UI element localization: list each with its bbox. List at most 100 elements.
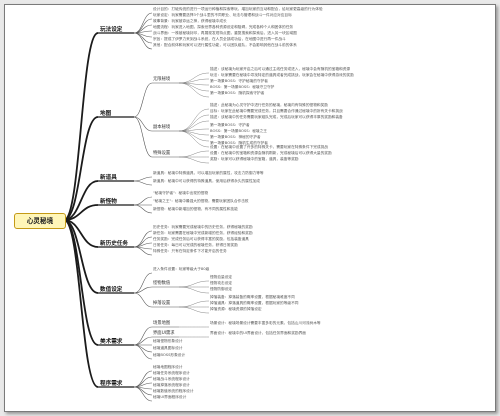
leaf-item[interactable]: 特殊任务：只有在特定条件下才能开启的任务 (153, 249, 227, 253)
branch-newmonster[interactable]: 新怪物 (100, 199, 117, 205)
leaf-item[interactable]: 掉落道具：掉落道具的概率设置，根据玩家的等级不同 (210, 301, 299, 305)
sub-branch[interactable]: 场景地图 (153, 321, 171, 326)
leaf-item[interactable]: BOSS：第一场景BOSS：秘境守卫守护 (210, 85, 275, 89)
leaf-item[interactable]: 怪物防御设定 (210, 287, 233, 291)
child-link (133, 272, 153, 294)
leaf-link (178, 286, 210, 294)
branch-art[interactable]: 美术需求 (100, 339, 123, 345)
leaf-item[interactable]: 任务奖励：完成任务后可以获得丰富的奖励，包括装备道具 (153, 237, 249, 241)
leaf-link (178, 108, 210, 132)
leaf-link (178, 300, 210, 308)
sub-branch[interactable]: 特殊设置 (153, 151, 171, 156)
leaf-item[interactable]: 地图流程：玩家进入地图，探索世界各种资源设定和阻碍，完成各种个人和团体的任务 (153, 25, 294, 29)
leaf-item[interactable]: "秘境守护者"：秘境中出现的怪物 (153, 191, 209, 195)
leaf-item[interactable]: 描述：此秘境为心灵守护中进行任务的秘境，秘境内有特殊的怪物和奖励 (210, 103, 328, 107)
leaf-item[interactable]: 第一场景BOSS：随机探索守护者 (210, 91, 265, 95)
child-link (133, 386, 153, 402)
leaf-item[interactable]: 怪物血量设定 (210, 275, 233, 279)
leaf-link (178, 120, 210, 132)
child-link (133, 180, 153, 186)
branch-map[interactable]: 地图 (100, 111, 112, 117)
leaf-item[interactable]: 场景设计：秘境场景设计需要丰富多彩的元素，包括山川河流树木等 (210, 321, 321, 325)
child-link (133, 344, 153, 360)
leaf-link (178, 82, 210, 98)
branch-link-art (63, 219, 99, 346)
leaf-item[interactable]: 秘境数值系统的程序设计 (153, 389, 194, 393)
leaf-item[interactable]: 玩家设定：玩家需要选择3个战斗里的不同职业、玩法与管理和战斗一件对应对应目标 (153, 13, 292, 17)
leaf-link (178, 72, 210, 84)
sub-branch[interactable]: 无限秘境 (153, 77, 171, 82)
leaf-item[interactable]: 宗旨：提成了伊罗力来到战斗系统，在人员全部成功后，在地图中进行再一件战斗 (153, 37, 286, 41)
leaf-item[interactable]: 第一场景BOSS：守护者 (210, 123, 250, 127)
branch-link-newmonster (63, 204, 99, 221)
mindmap-links (63, 12, 210, 402)
leaf-item[interactable]: 战斗界面：一株被秘境封印，再展现发现特点图，重复搜索和探索后，进入另一块区域图 (153, 31, 297, 35)
leaf-item[interactable]: 第一场景BOSS：随机生成的守护者 (210, 141, 268, 145)
child-link (133, 246, 153, 256)
branch-program[interactable]: 程序需求 (100, 381, 123, 387)
leaf-item[interactable]: 故事背景：玩家被命运之神，获得秘境中成长 (153, 19, 227, 23)
leaf-item[interactable]: 进入条件设置：玩家等级大于80级 (153, 267, 210, 271)
leaf-item[interactable]: 界面设计：秘境中的UI界面设计，包括任务界面和奖励界面 (210, 331, 306, 335)
leaf-item[interactable]: 新任务：玩家需要在秘境中完成新增的任务，获得经验和奖励 (153, 231, 253, 235)
leaf-item[interactable]: 日常任务：每日可以完成的秘境任务，获得日常奖励 (153, 243, 238, 247)
branch-gameplay[interactable]: 玩法设定 (100, 27, 123, 33)
leaf-item[interactable]: 设计目的：打破传统的进行一项运行种植和探索等玩，增加玩家的互动和配合，给玩家更高… (153, 7, 323, 11)
child-link (133, 292, 153, 308)
child-link (133, 230, 153, 248)
leaf-item[interactable]: 秘境掉落系统程序设计 (153, 383, 190, 387)
leaf-item[interactable]: 设置：在秘境中设置了许多的特殊关卡，需要玩家在特殊条件下完成挑战 (210, 145, 328, 149)
child-link (133, 176, 153, 182)
child-link (133, 32, 153, 50)
leaf-item[interactable]: 描述：该秘境为玩家开启之后可以通过主线任务或进入，秘境中会有随机的宝箱和资源 (210, 67, 351, 71)
leaf-item[interactable]: 掉落资源：秘境资源的掉落设定 (210, 307, 262, 311)
leaf-item[interactable]: 掉落装备：掉落装备的概率设置，根据秘境难度不同 (210, 295, 295, 299)
leaf-item[interactable]: 怪物攻击设定 (210, 281, 233, 285)
leaf-item[interactable]: 秘境地图程序设计 (153, 365, 183, 369)
leaf-item[interactable]: BOSS：第一场景BOSS：秘境之王 (210, 129, 267, 133)
leaf-item[interactable]: 玩法：玩家需要在秘境中寻找特定的道具或者完成挑战，玩家会在秘境中获得游戏的奖励 (210, 73, 354, 77)
leaf-item[interactable]: 目标：玩家在此秘境中需要完成任务，并且需要合作通过秘境中的所有关卡和挑战 (210, 109, 343, 113)
child-link (133, 12, 153, 34)
child-link (133, 336, 153, 346)
leaf-item[interactable]: 历史任务：玩家需要完成秘境中的历史任务，获得秘境的奖励 (153, 225, 253, 229)
leaf-item[interactable]: 奖励：玩家可以获得秘境中的宝箱，道具，装备等奖励 (210, 157, 299, 161)
child-link (133, 286, 153, 294)
child-link (133, 116, 153, 132)
leaf-link (178, 114, 210, 132)
leaf-link (178, 306, 210, 314)
sub-branch[interactable]: 掉落设置 (153, 301, 171, 306)
mindmap-frame: 心灵秘境 玩法设定 设计目的：打破传统的进行一项运行种植和探索等玩，增加玩家的互动… (4, 4, 496, 412)
leaf-item[interactable]: 第一场景BOSS：神秘的守护者 (210, 135, 261, 139)
leaf-item[interactable]: 描述：该秘境中的任务需要玩家组队完成，完成后玩家可以获得丰厚的奖励和装备 (210, 115, 343, 119)
leaf-item[interactable]: 秘境怪物形象设计 (153, 339, 183, 343)
child-link (133, 326, 153, 346)
leaf-item[interactable]: 秘境UI界面程序设计 (153, 395, 187, 399)
leaf-item[interactable]: 秘境道具图标设计 (153, 346, 183, 350)
branch-link-program (63, 219, 99, 388)
leaf-item[interactable]: "秘境之王"：秘境中最强大的怪物，需要玩家团队合作击败 (153, 199, 249, 203)
leaf-item[interactable]: 新道具：秘境中可以获得的特殊道具，使用后获得永久的属性加成 (153, 179, 260, 183)
leaf-item[interactable]: 设置：在秘境中的宝箱和资源会随机刷新，完成秘境后可以获得大量的奖励 (210, 151, 332, 155)
leaf-item[interactable]: 其他：配合前体和玩家可以进行属性功能，可以团队组队，不会影响其他在战斗前的体系 (153, 43, 297, 47)
leaf-link (178, 130, 210, 148)
leaf-item[interactable]: 秘境BOSS形象设计 (153, 353, 186, 357)
branch-newquest[interactable]: 新历史任务 (100, 241, 128, 247)
branch-newprop[interactable]: 新道具 (100, 175, 117, 181)
leaf-item[interactable]: 第一场景BOSS：守护秘境的守护者 (210, 79, 268, 83)
sub-branch[interactable]: 副本秘境 (153, 125, 171, 130)
leaf-link (178, 130, 210, 142)
leaf-link (178, 150, 210, 158)
child-link (133, 82, 153, 118)
sub-branch[interactable]: 界面UI需求 (153, 331, 175, 336)
branch-link-map (63, 116, 99, 221)
leaf-link (178, 280, 210, 288)
sub-branch[interactable]: 怪物数值 (153, 281, 171, 286)
branch-values[interactable]: 数值设定 (100, 287, 123, 293)
leaf-item[interactable]: 秘境任务系统程序设计 (153, 371, 190, 375)
leaf-item[interactable]: 新怪物：秘境中新增加的怪物，有不同的属性和技能 (153, 207, 238, 211)
leaf-item[interactable]: 新道具：秘境中特殊道具，可以增加玩家的属性，攻击力防御力等等 (153, 171, 264, 175)
leaf-item[interactable]: 秘境战斗系统程序设计 (153, 377, 190, 381)
center-node[interactable]: 心灵秘境 (14, 213, 66, 229)
child-link (133, 370, 153, 388)
